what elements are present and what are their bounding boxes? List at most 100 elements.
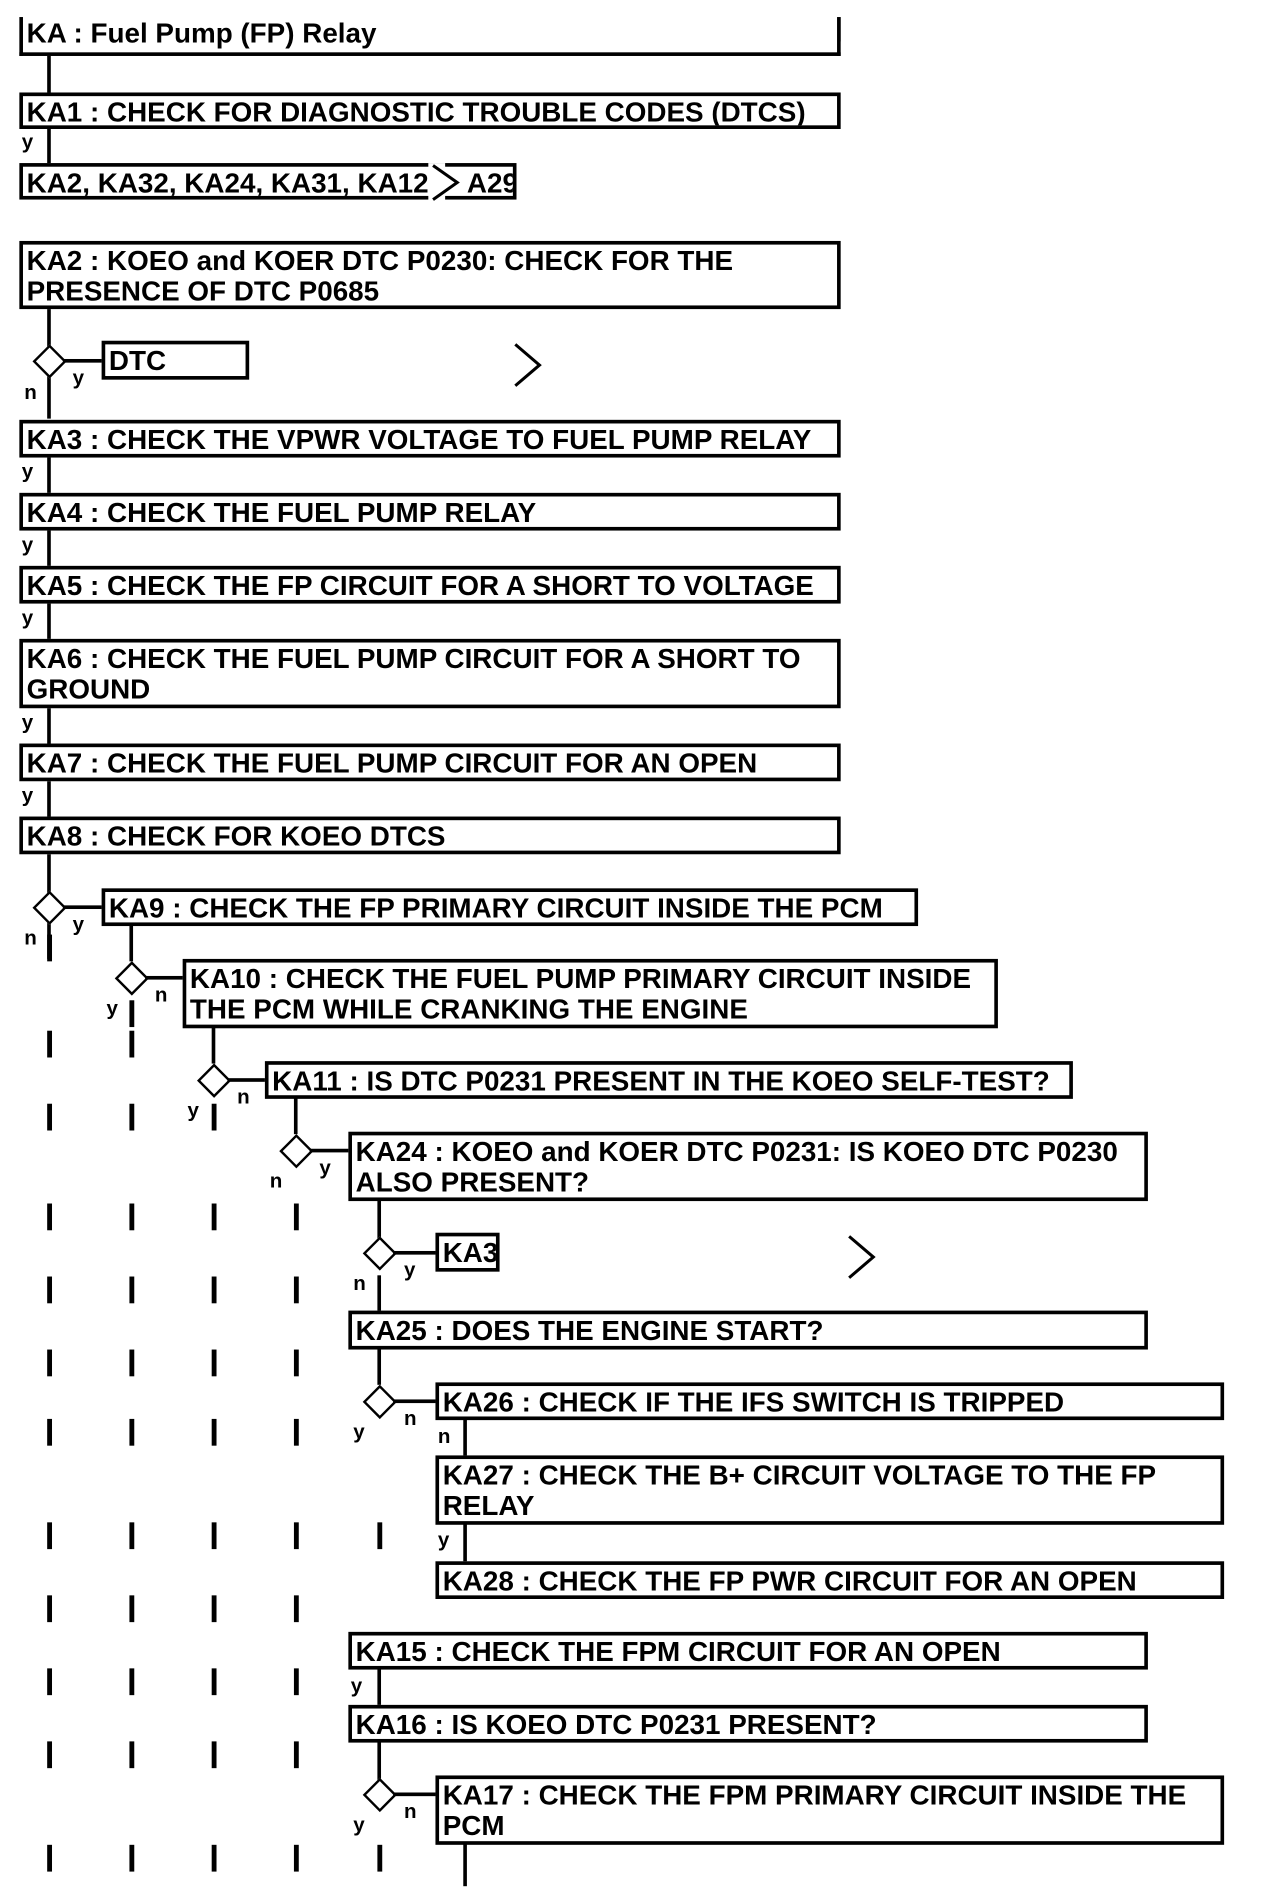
step-ka3[interactable]: KA3 : CHECK THE VPWR VOLTAGE TO FUEL PUM… (19, 419, 841, 458)
dash-segment (211, 1595, 216, 1623)
yes-label: y (21, 710, 34, 734)
yes-label: y (353, 1420, 365, 1444)
yes-label: y (187, 1098, 199, 1122)
step-ka1[interactable]: KA1 : CHECK FOR DIAGNOSTIC TROUBLE CODES… (19, 92, 841, 129)
connector (47, 455, 51, 495)
dash-segment (211, 1741, 216, 1769)
dash-segment (293, 1349, 299, 1377)
dash-segment (293, 1276, 299, 1304)
connector (62, 358, 105, 363)
step-ka6[interactable]: KA6 : CHECK THE FUEL PUMP CIRCUIT FOR A … (19, 638, 841, 709)
connector (129, 924, 134, 962)
step-ka10[interactable]: KA10 : CHECK THE FUEL PUMP PRIMARY CIRCU… (182, 958, 998, 1029)
dash-segment (46, 1276, 52, 1304)
dash-segment (128, 1000, 134, 1028)
step-ka27[interactable]: KA27 : CHECK THE B+ CIRCUIT VOLTAGE TO T… (435, 1455, 1225, 1525)
step-ka16[interactable]: KA16 : IS KOEO DTC P0231 PRESENT? (348, 1704, 1148, 1743)
chevron-right-icon (428, 163, 460, 203)
step-ka2[interactable]: KA2 : KOEO and KOER DTC P0230: CHECK FOR… (19, 240, 841, 310)
connector (393, 1399, 437, 1404)
ka3-link[interactable]: KA3 (435, 1232, 500, 1272)
dtc-index-link[interactable]: DTC Index (101, 340, 250, 380)
step-ka4[interactable]: KA4 : CHECK THE FUEL PUMP RELAY (19, 492, 841, 531)
dash-segment (46, 934, 52, 962)
dash-segment (128, 1349, 134, 1377)
step-ka25[interactable]: KA25 : DOES THE ENGINE START? (348, 1310, 1148, 1350)
dash-segment (211, 1418, 216, 1446)
step-ka8[interactable]: KA8 : CHECK FOR KOEO DTCS (19, 816, 841, 855)
no-label: n (24, 926, 37, 950)
decision-diamond (32, 890, 67, 926)
decision-diamond (362, 1236, 397, 1271)
connector (463, 1418, 467, 1458)
dash-segment (128, 1103, 134, 1131)
dash-segment (211, 1103, 216, 1131)
step-ka26[interactable]: KA26 : CHECK IF THE IFS SWITCH IS TRIPPE… (435, 1382, 1225, 1421)
decision-diamond (362, 1777, 397, 1813)
connector (293, 1097, 298, 1135)
dash-segment (128, 1595, 134, 1623)
yes-label: y (106, 996, 118, 1020)
connector (393, 1792, 437, 1797)
step-ka15[interactable]: KA15 : CHECK THE FPM CIRCUIT FOR AN OPEN (348, 1631, 1148, 1670)
dash-segment (293, 1522, 299, 1550)
dash-segment (293, 1668, 299, 1696)
yes-label: y (21, 606, 34, 630)
step-ka9[interactable]: KA9 : CHECK THE FP PRIMARY CIRCUIT INSID… (101, 888, 919, 927)
ka1-refs: KA2, KA32, KA24, KA31, KA12, (26, 166, 437, 199)
dash-segment (46, 1103, 52, 1131)
dash-segment (211, 1276, 216, 1304)
dash-segment (128, 1030, 134, 1058)
dash-segment (293, 1844, 299, 1872)
step-ka11[interactable]: KA11 : IS DTC P0231 PRESENT IN THE KOEO … (264, 1061, 1073, 1099)
connector (47, 778, 51, 818)
yes-label: y (21, 783, 34, 807)
no-label: n (237, 1085, 250, 1109)
yes-label: y (72, 366, 85, 390)
yes-label: y (21, 533, 34, 557)
yes-label: y (404, 1258, 416, 1282)
no-label: n (404, 1406, 417, 1430)
connector (377, 1348, 382, 1385)
step-ka17[interactable]: KA17 : CHECK THE FPM PRIMARY CIRCUIT INS… (435, 1775, 1225, 1845)
dash-segment (128, 1203, 134, 1231)
dash-segment (293, 1203, 299, 1231)
dash-segment (46, 1030, 52, 1058)
dash-segment (46, 1203, 52, 1231)
no-label: n (404, 1799, 417, 1823)
dash-segment (128, 1844, 134, 1872)
dash-segment (293, 1418, 299, 1446)
step-ka28[interactable]: KA28 : CHECK THE FP PWR CIRCUIT FOR AN O… (435, 1561, 1225, 1600)
chevron-right-icon (514, 343, 542, 387)
yes-label: y (437, 1528, 450, 1552)
connector (47, 705, 51, 745)
dash-segment (211, 1203, 216, 1231)
connector (393, 1250, 437, 1255)
decision-diamond (362, 1384, 397, 1420)
ka1-refs-tail: A29 (466, 166, 517, 199)
dash-segment (128, 1668, 134, 1696)
step-ka24[interactable]: KA24 : KOEO and KOER DTC P0231: IS KOEO … (348, 1131, 1148, 1202)
connector (47, 53, 51, 93)
no-label: n (353, 1271, 366, 1295)
no-label: n (269, 1169, 283, 1193)
dash-segment (128, 1276, 134, 1304)
no-label: n (154, 983, 168, 1007)
step-ka7[interactable]: KA7 : CHECK THE FUEL PUMP CIRCUIT FOR AN… (19, 743, 841, 782)
dash-segment (211, 1349, 216, 1377)
connector (463, 1523, 467, 1563)
chevron-right-icon (848, 1235, 876, 1279)
yes-label: y (72, 912, 85, 936)
dash-segment (211, 1522, 216, 1550)
connector (145, 975, 187, 980)
dash-segment (128, 1418, 134, 1446)
dash-segment (128, 1741, 134, 1769)
connector (211, 1027, 216, 1064)
decision-diamond (279, 1133, 314, 1169)
connector (62, 905, 105, 910)
decision-diamond (114, 961, 149, 996)
step-ka5[interactable]: KA5 : CHECK THE FP CIRCUIT FOR A SHORT T… (19, 565, 841, 604)
dash-segment (46, 1668, 52, 1696)
connector (377, 1275, 382, 1312)
dash-segment (293, 1595, 299, 1623)
